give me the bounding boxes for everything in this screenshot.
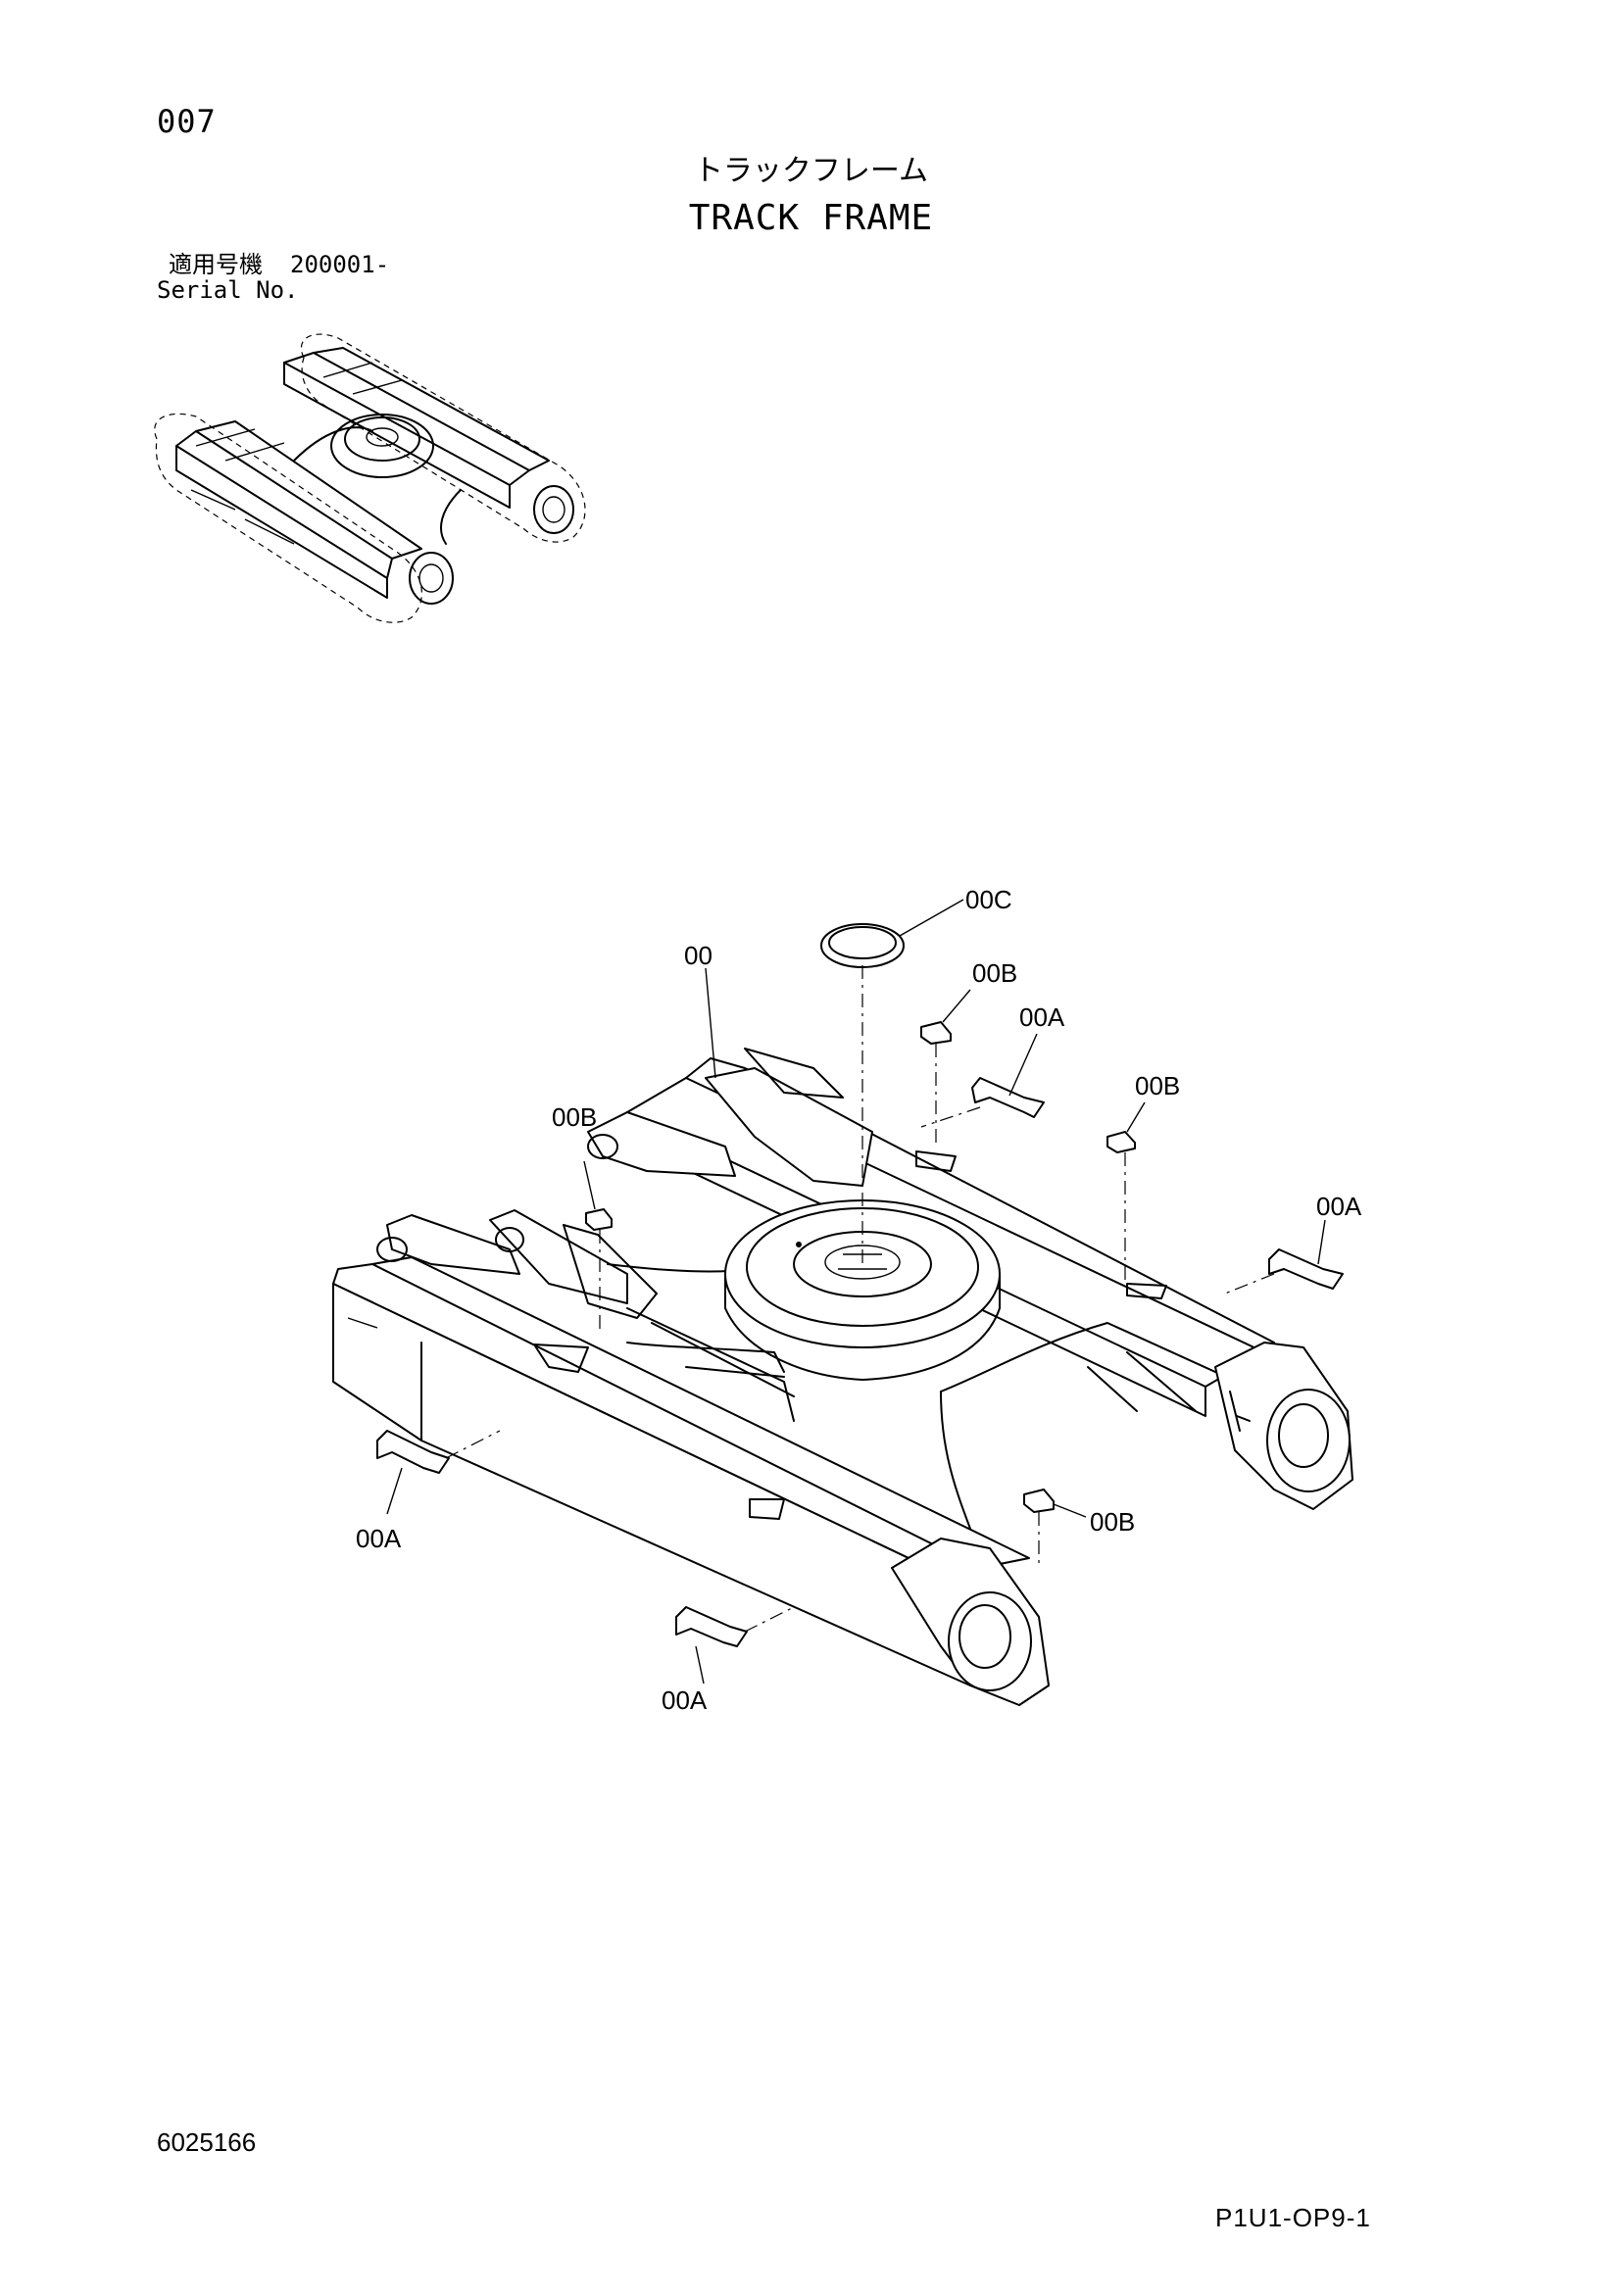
callout-00B-bottom: 00B <box>1090 1507 1136 1537</box>
callout-00A-left: 00A <box>356 1524 402 1553</box>
part-bracket-00A-bottom <box>675 1606 748 1647</box>
overview-frame <box>175 347 574 605</box>
callout-00A-bottom: 00A <box>662 1685 708 1715</box>
part-block-00B-left <box>585 1208 613 1231</box>
page-number: 007 <box>157 103 217 140</box>
sheet-code: P1U1-OP9-1 <box>1215 2203 1371 2232</box>
frame-left-side-member <box>332 1256 1030 1686</box>
frame-left-pin-bracket <box>376 1209 658 1319</box>
part-bracket-00A-left <box>376 1430 450 1474</box>
part-block-00B-top <box>920 1021 952 1045</box>
page-title-japanese: トラックフレーム <box>693 154 929 188</box>
frame-front-idler-end <box>891 1538 1050 1706</box>
part-block-00B-right <box>1106 1131 1136 1153</box>
callout-00A-top: 00A <box>1019 1002 1065 1032</box>
callout-00C: 00C <box>965 885 1012 914</box>
callout-00B-top: 00B <box>972 958 1018 988</box>
frame-right-pin-bracket <box>587 1048 873 1187</box>
serial-value: 200001- <box>290 251 390 278</box>
assembly-guide-lines <box>445 965 1275 1633</box>
part-bracket-00A-right <box>1268 1248 1344 1290</box>
page-title: TRACK FRAME <box>688 198 934 238</box>
part-bracket-00A-top <box>971 1077 1045 1118</box>
serial-range: 適用号機 200001- <box>169 253 389 276</box>
callout-00A-right: 00A <box>1316 1192 1362 1221</box>
serial-label-japanese: 適用号機 <box>169 251 263 278</box>
callout-00: 00 <box>684 941 713 970</box>
serial-label: Serial No. <box>157 276 299 304</box>
callout-00B-right: 00B <box>1135 1071 1181 1100</box>
document-code: 6025166 <box>157 2127 257 2157</box>
overview-track-outline <box>154 333 586 623</box>
part-block-00B-bottom <box>1023 1489 1055 1513</box>
callout-leader-lines <box>386 899 1326 1685</box>
callout-00B-left: 00B <box>552 1102 598 1132</box>
frame-right-idler-end <box>1214 1342 1353 1510</box>
part-ring-00C <box>820 923 905 968</box>
